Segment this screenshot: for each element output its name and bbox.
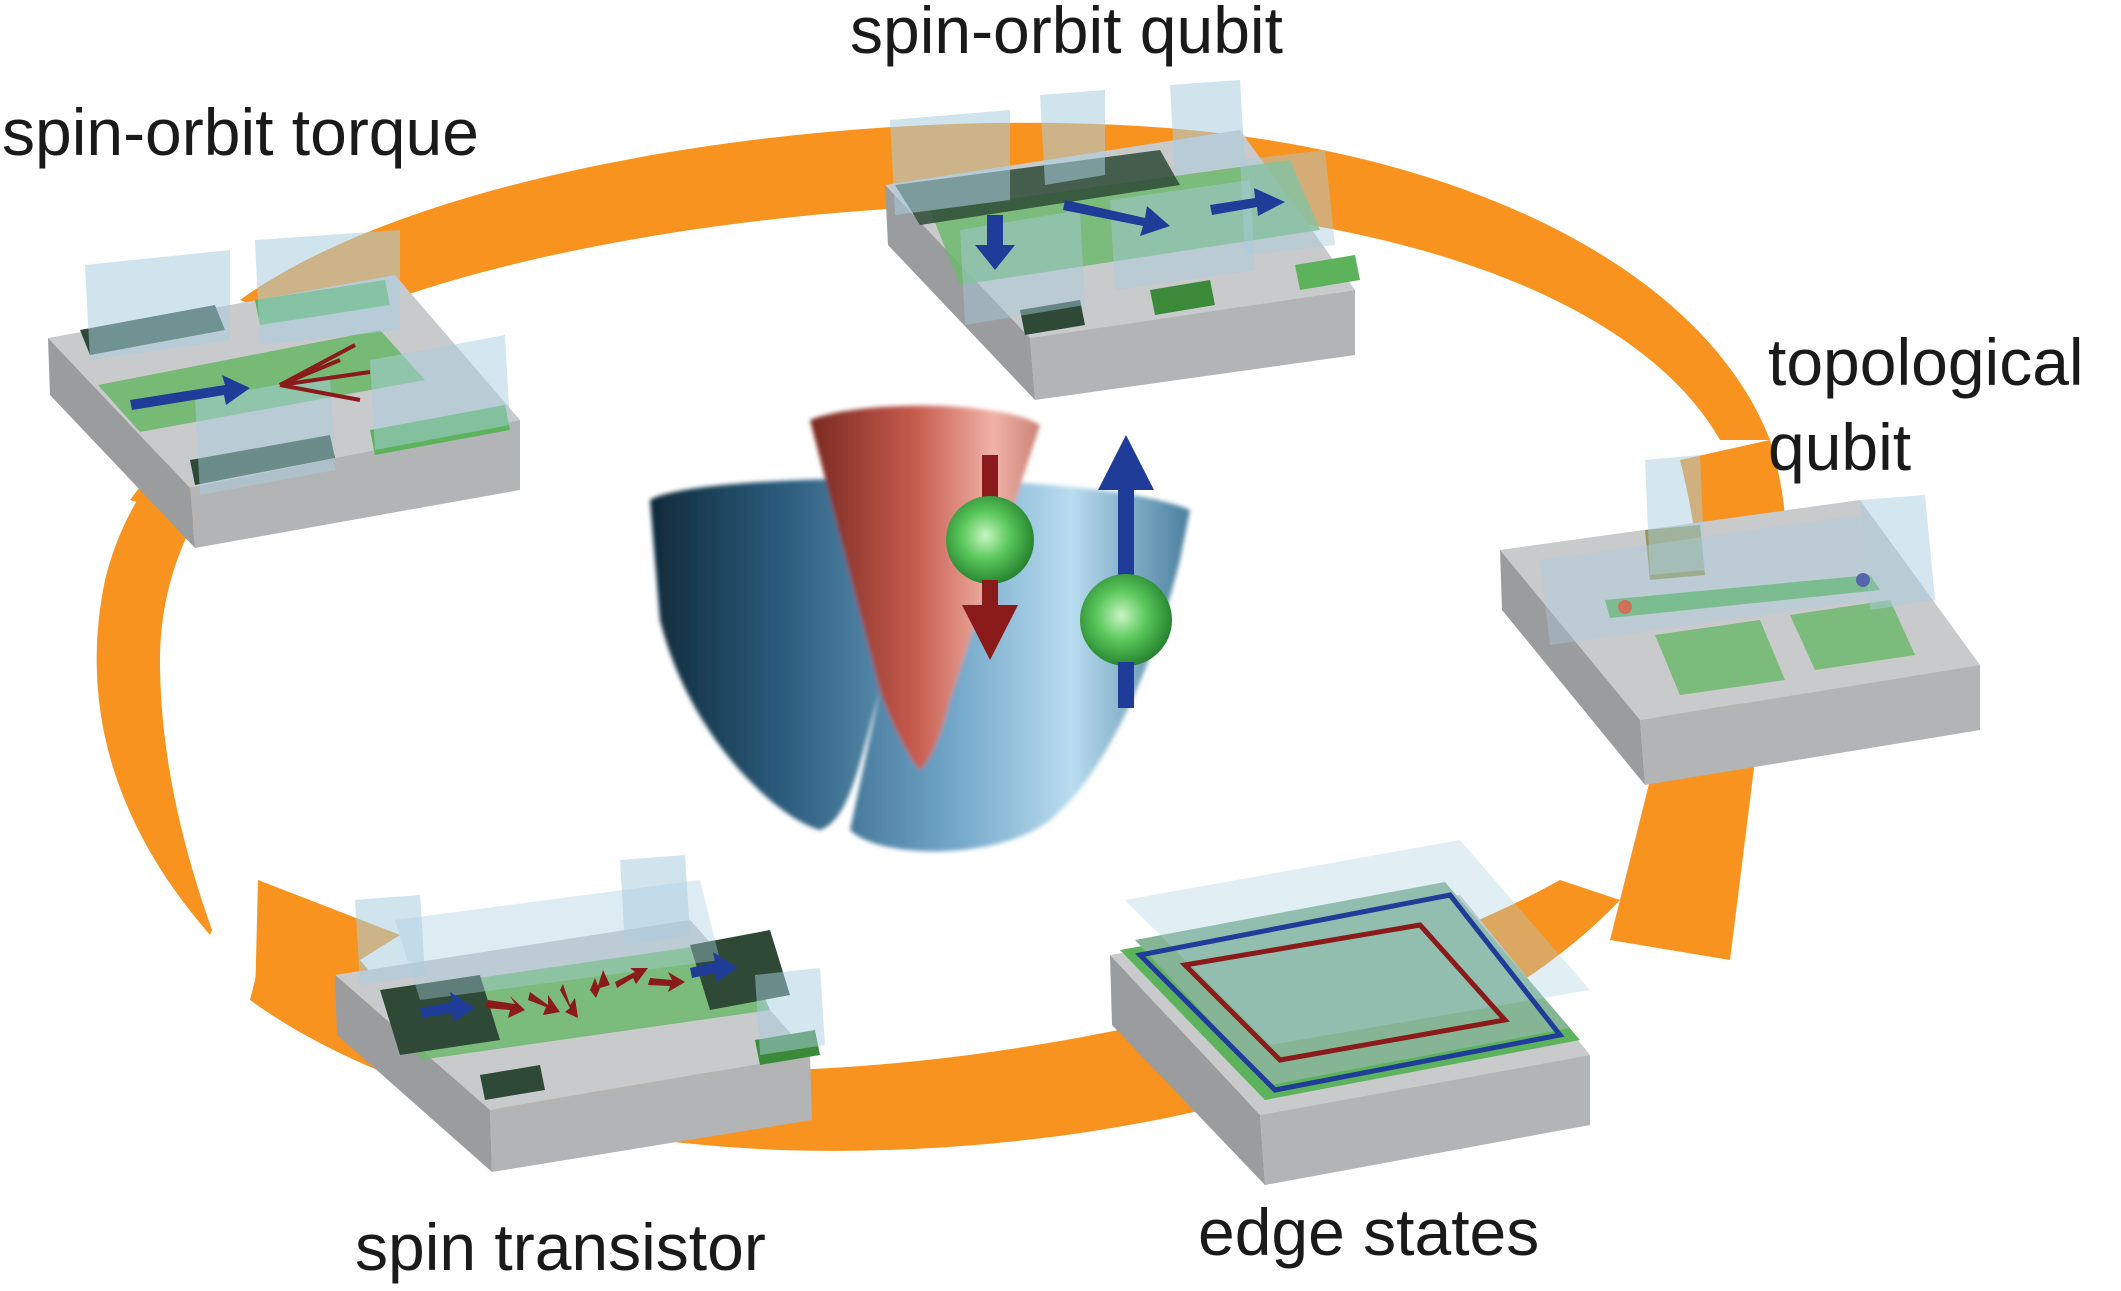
gate-glass-a [890, 110, 1010, 215]
gate-glass-b [255, 230, 400, 345]
blue-spin-arrow-out-icon [690, 952, 738, 982]
glass-cap [1125, 840, 1590, 1045]
spin-3 [560, 984, 578, 1018]
gate-glass-b [1645, 455, 1705, 575]
spin-5 [615, 968, 648, 988]
spin-6 [648, 972, 685, 992]
gate-glass-c [1170, 80, 1245, 175]
red-precession-arrow-4 [279, 358, 341, 387]
spin-up-shaft-bottom [1118, 662, 1134, 708]
green-pad-b [1790, 600, 1915, 670]
gate-glass-b [1040, 90, 1105, 185]
green-pad-a [1655, 620, 1785, 695]
substrate-front [1260, 1055, 1590, 1185]
label-edge-states: edge states [1198, 1195, 1539, 1269]
green-contact-bottom-b [1295, 255, 1360, 290]
label-spin-orbit-torque: spin-orbit torque [2, 95, 479, 169]
dark-gate-row [895, 150, 1180, 225]
dark-contact-bottom [480, 1065, 545, 1100]
inner-edge-channel-red [1179, 922, 1510, 1063]
majorana-mode-left-icon [1618, 600, 1632, 614]
spin-2 [528, 992, 560, 1015]
red-precession-arrow-2 [279, 370, 371, 387]
green-channel [98, 330, 425, 432]
blue-spin-arrow-right-2-icon [1210, 188, 1285, 216]
label-qubit: qubit [1768, 410, 1911, 484]
substrate-side [1110, 955, 1265, 1185]
substrate-side [335, 975, 492, 1172]
substrate-top [1500, 500, 1980, 720]
spin-up-shaft-top [1118, 488, 1134, 583]
spin-4 [590, 970, 610, 998]
blue-spin-arrow-right-icon [1063, 200, 1170, 236]
substrate-side [885, 185, 1035, 400]
gate-glass-b [620, 855, 690, 945]
substrate-front [1640, 665, 1980, 785]
substrate-front [490, 1055, 812, 1172]
blue-spin-arrow-in-icon [420, 992, 475, 1022]
dark-contact-bottom [1020, 300, 1085, 335]
red-precession-arrow-3 [279, 383, 361, 402]
spin-electrons [946, 435, 1172, 708]
blue-spin-arrow-down-icon [975, 215, 1015, 270]
device-spin-orbit-torque [48, 230, 520, 548]
substrate-side [48, 338, 195, 548]
gate-glass-c [1860, 495, 1935, 610]
electron-spin-up [1080, 574, 1172, 666]
device-edge-states [1110, 840, 1590, 1185]
spin-down-arrow-icon [962, 605, 1018, 660]
spin-1 [485, 996, 525, 1018]
label-spin-transistor: spin transistor [355, 1210, 766, 1284]
majorana-mode-right-icon [1856, 573, 1870, 587]
gate-glass-a [85, 250, 230, 360]
red-precessing-spins [485, 968, 685, 1018]
substrate-side [1500, 550, 1645, 785]
blue-spin-arrow-icon [130, 375, 250, 410]
substrate-front [1030, 290, 1355, 400]
spin-down-shaft-bottom [982, 580, 998, 610]
cycle-arrow-left-arc [96, 440, 230, 935]
gate-glass-d [960, 210, 1085, 325]
label-spin-orbit-qubit: spin-orbit qubit [850, 0, 1283, 67]
electron-spin-down [946, 496, 1034, 584]
device-spin-orbit-qubit [885, 80, 1360, 400]
gate-glass-f [1240, 150, 1335, 255]
device-spin-transistor [335, 855, 825, 1172]
substrate-front [190, 420, 520, 548]
outer-edge-channel-blue [1134, 892, 1565, 1093]
gate-glass-a [355, 895, 425, 985]
cycle-arrow-bottom-left-head [255, 880, 420, 1010]
cycle-arrow-top-arc [240, 122, 1770, 440]
gate-glass-d [370, 335, 510, 450]
gate-glass-c [195, 375, 335, 495]
device-topological-qubit [1500, 455, 1980, 785]
green-channel [930, 160, 1320, 285]
green-contact-bottom-a [1150, 280, 1215, 315]
gate-glass-d [755, 968, 825, 1055]
green-nanowire [1605, 575, 1880, 618]
spin-up-arrow-icon [1098, 435, 1154, 490]
label-topological: topological [1768, 325, 2084, 399]
